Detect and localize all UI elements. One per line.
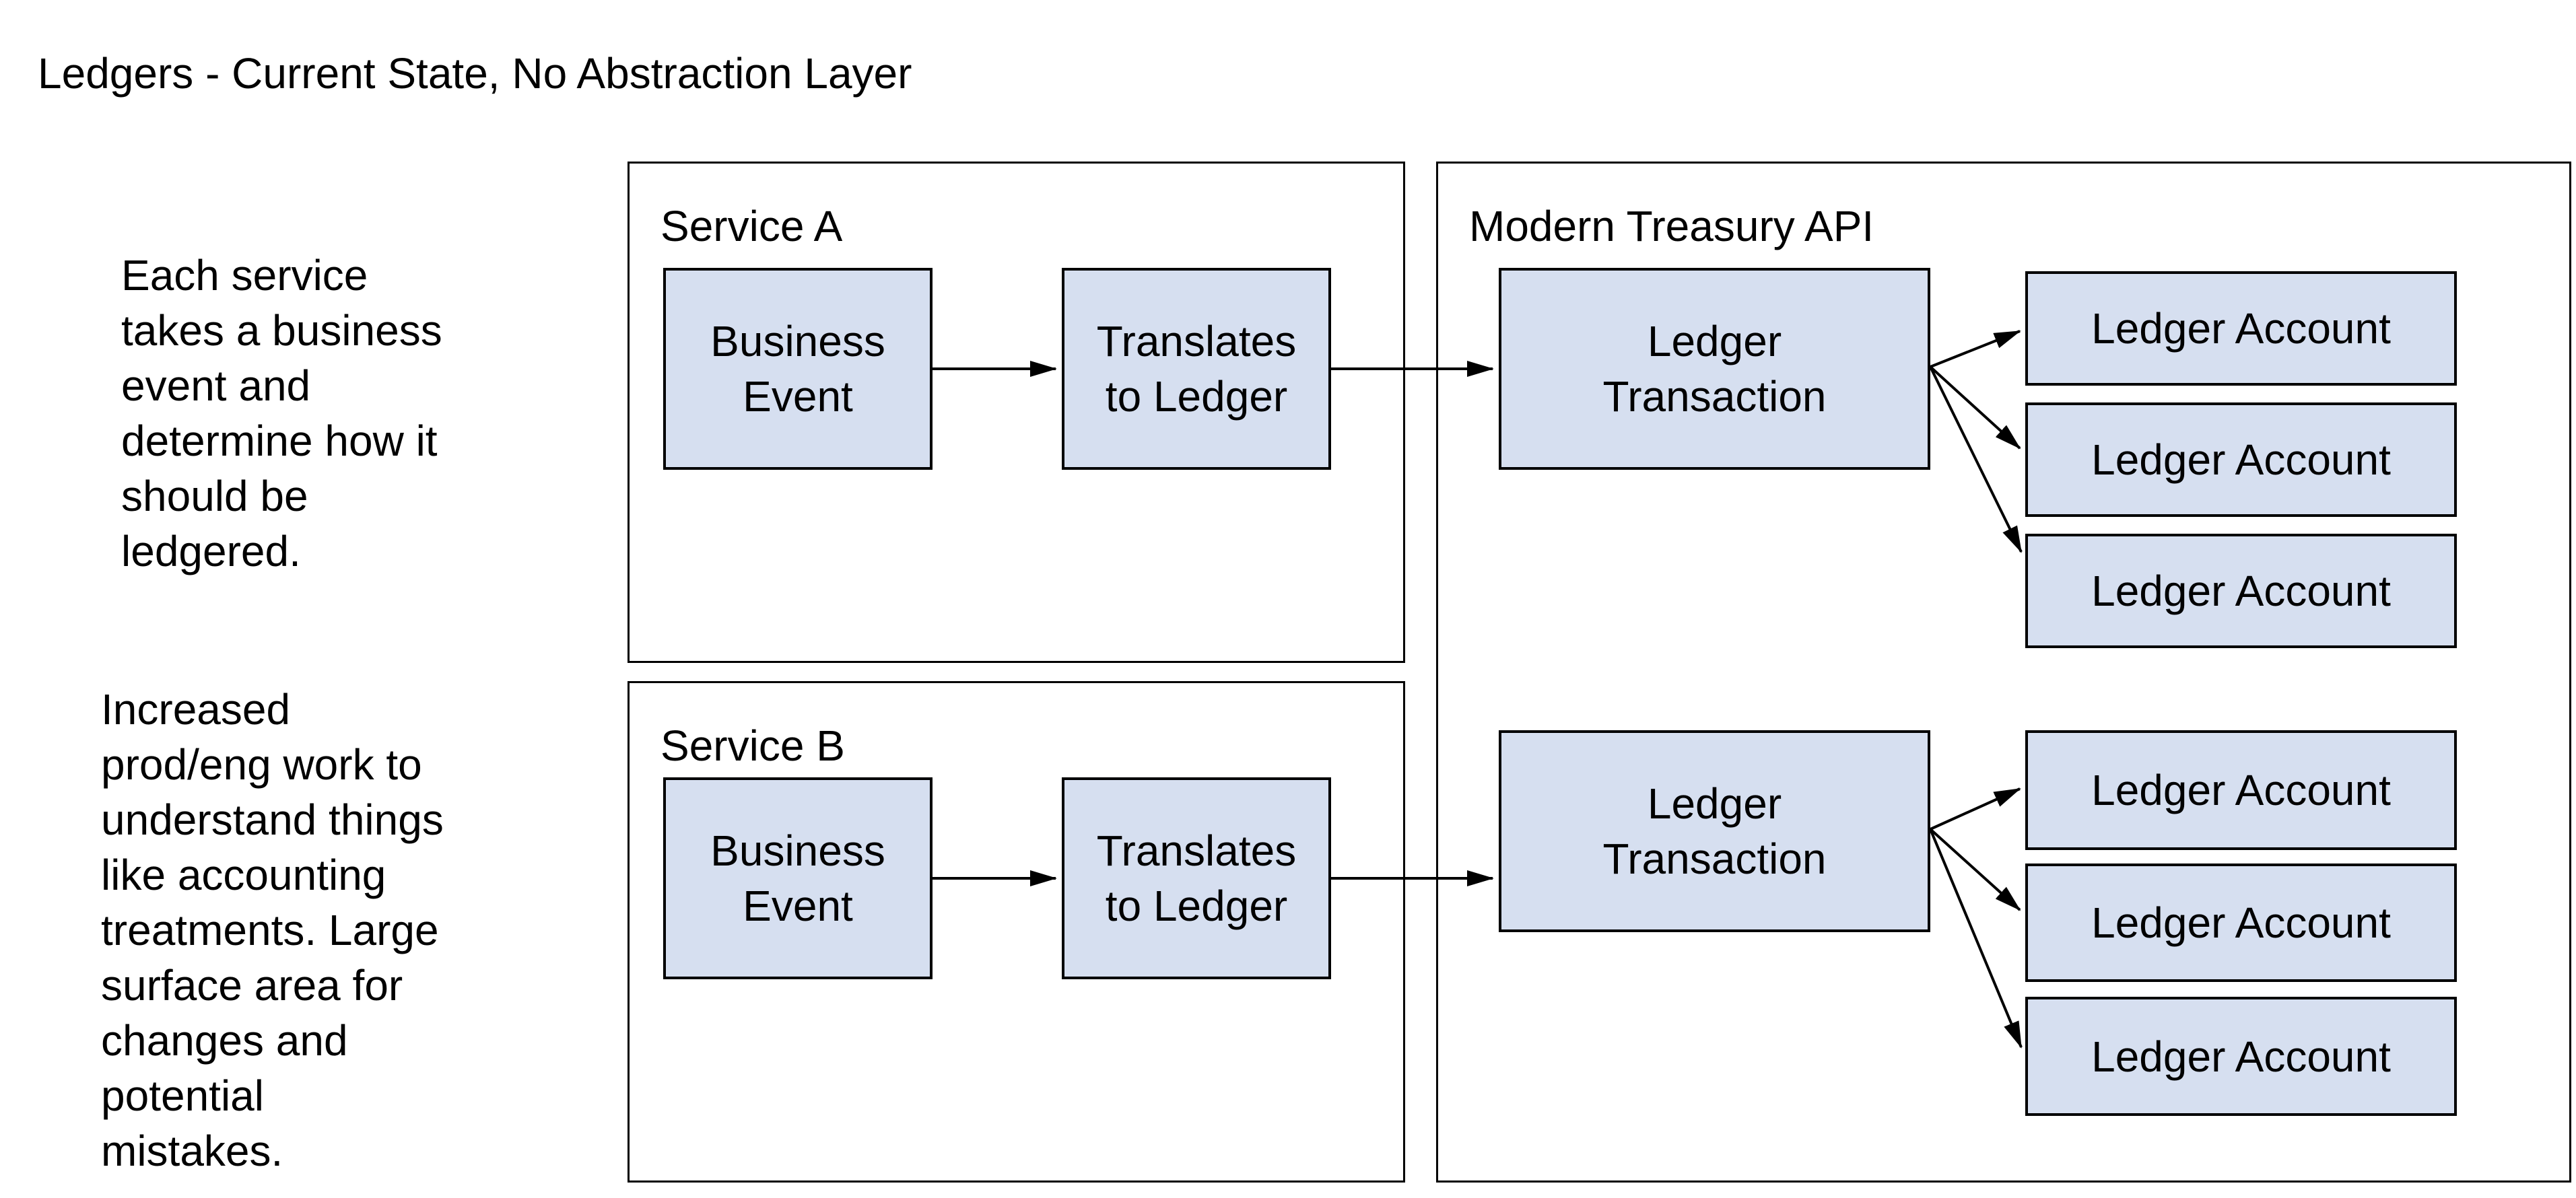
page-title: Ledgers - Current State, No Abstraction … xyxy=(38,49,912,98)
service-b-translates-to-ledger-node: Translates to Ledger xyxy=(1062,777,1331,979)
service-b-label: Service B xyxy=(660,721,845,770)
modern-treasury-api-label: Modern Treasury API xyxy=(1469,202,1874,250)
note-increased-work: Increased prod/eng work to understand th… xyxy=(101,685,444,1175)
ledger-account-6-node: Ledger Account xyxy=(2025,997,2457,1116)
ledger-transaction-2-node: Ledger Transaction xyxy=(1499,730,1930,932)
ledger-account-4-node: Ledger Account xyxy=(2025,730,2457,850)
ledger-account-3-node: Ledger Account xyxy=(2025,534,2457,648)
service-a-business-event-node: Business Event xyxy=(663,268,933,470)
ledger-account-1-node: Ledger Account xyxy=(2025,271,2457,386)
note-each-service: Each service takes a business event and … xyxy=(121,251,442,575)
service-b-business-event-node: Business Event xyxy=(663,777,933,979)
ledger-transaction-1-node: Ledger Transaction xyxy=(1499,268,1930,470)
ledger-account-5-node: Ledger Account xyxy=(2025,864,2457,982)
ledger-account-2-node: Ledger Account xyxy=(2025,402,2457,517)
service-a-translates-to-ledger-node: Translates to Ledger xyxy=(1062,268,1331,470)
service-a-label: Service A xyxy=(660,202,843,250)
